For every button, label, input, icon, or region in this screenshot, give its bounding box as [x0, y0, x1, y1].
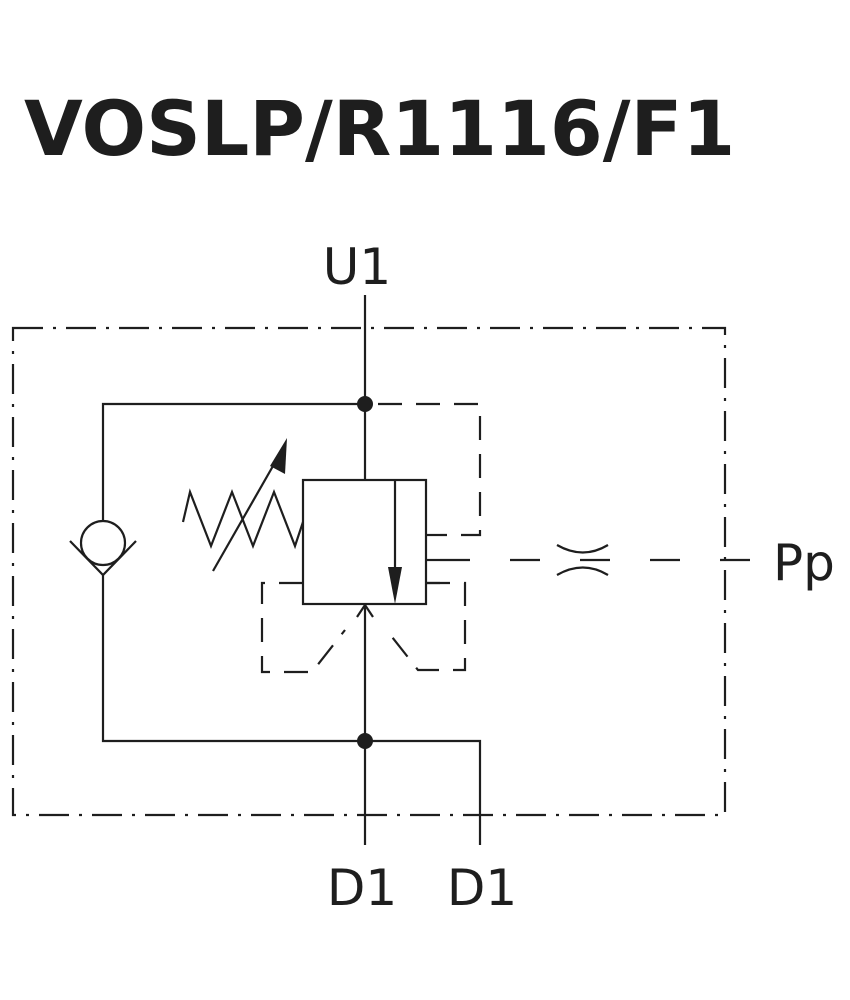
adjustable-spring-icon: [181, 438, 305, 572]
junction-dot-bottom: [357, 733, 373, 749]
port-label-d1-left: D1: [327, 859, 397, 917]
valve-body-outline: [11, 326, 727, 817]
port-label-u1: U1: [323, 238, 391, 296]
valve-spool-icon: [301, 478, 440, 606]
restrictor-icon: [556, 544, 609, 576]
port-label-d1-right: D1: [447, 859, 517, 917]
pilot-lines: [260, 402, 760, 674]
main-lines: [101, 295, 482, 845]
check-valve-icon: [69, 519, 137, 577]
port-label-pp: Pp: [773, 534, 835, 592]
valve-model-title: VOSLP/R1116/F1: [24, 84, 735, 173]
junction-dot-top: [357, 396, 373, 412]
